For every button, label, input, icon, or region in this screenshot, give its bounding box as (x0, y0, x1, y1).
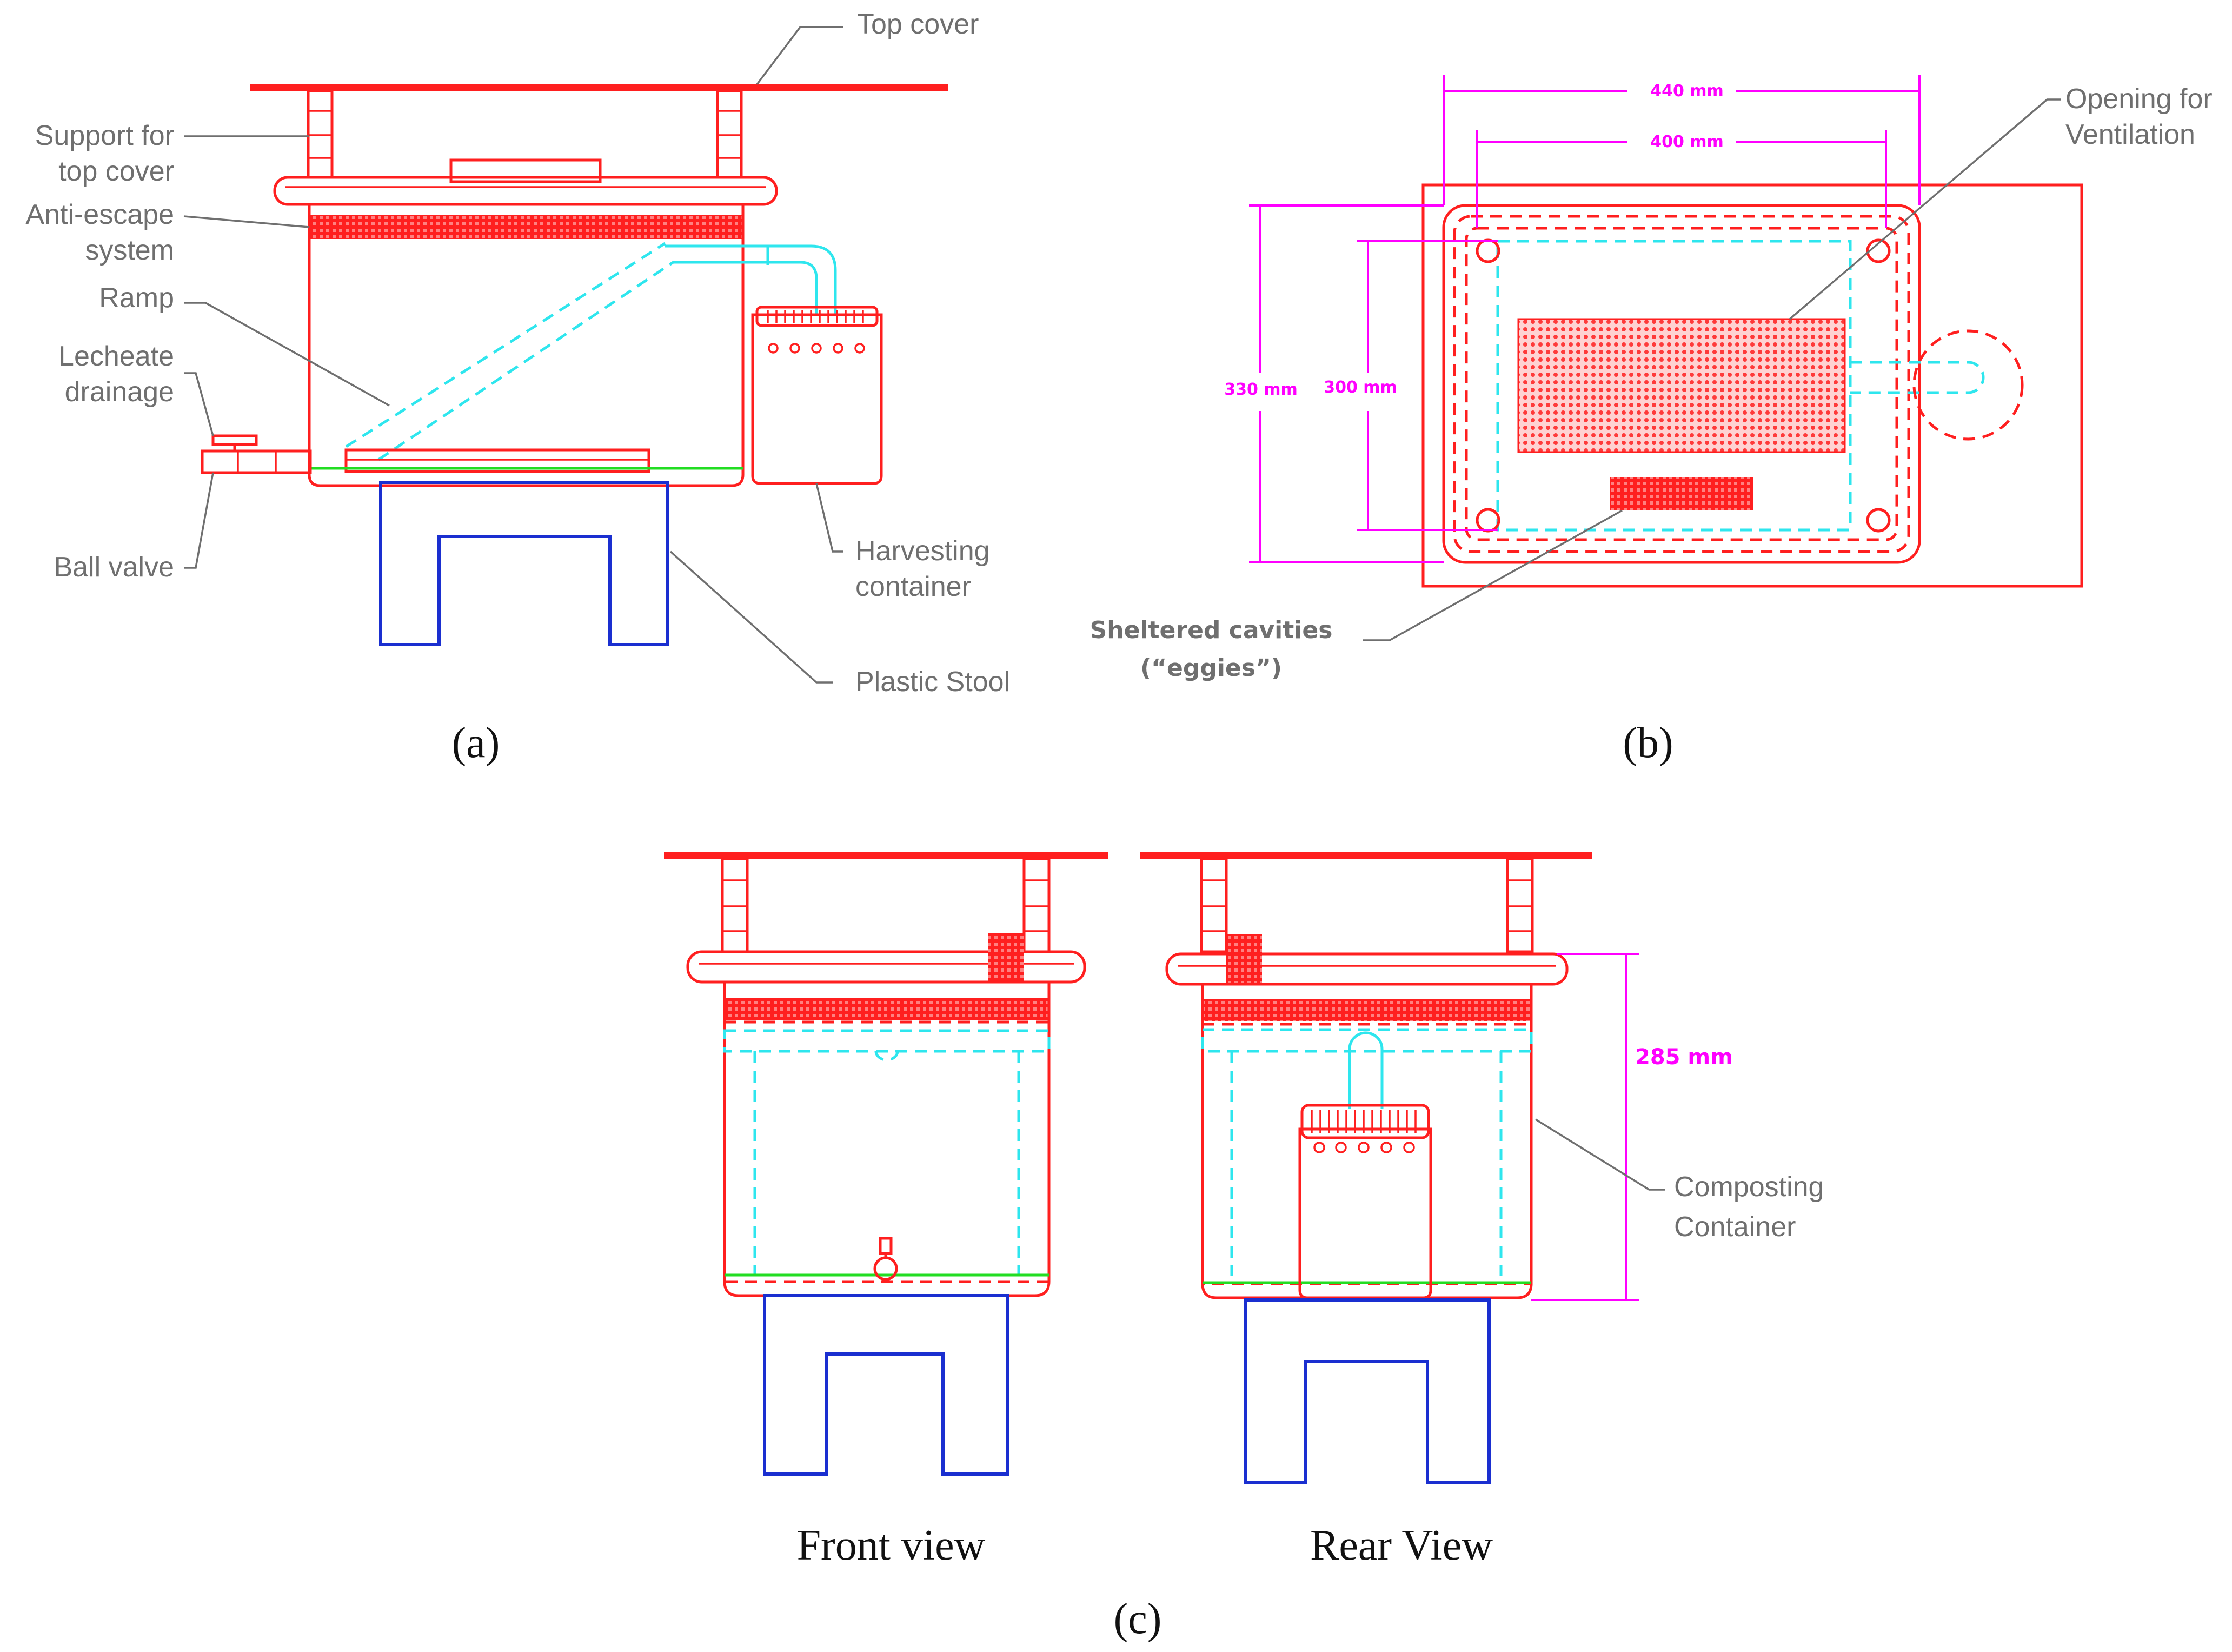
caption-front-view: Front view (797, 1522, 986, 1569)
caption-b: (b) (1623, 719, 1673, 767)
ventilation-opening (1517, 318, 1846, 453)
top-cover-outline (1421, 183, 2083, 588)
rear-harvesting-container (1298, 1104, 1432, 1299)
ball-valve (201, 434, 312, 474)
label-plastic-stool: Plastic Stool (855, 666, 1010, 698)
panel-c-front-view (664, 852, 1108, 1476)
leader-lines-a (183, 26, 843, 684)
panel-b-top-view: 440 mm 400 mm 330 mm 300 mm Opening for … (1090, 75, 2213, 767)
plastic-stool (379, 481, 669, 646)
harvesting-container (751, 306, 883, 485)
lid-outline (1442, 204, 1921, 564)
anti-escape-band (309, 215, 743, 239)
label-top-cover: Top cover (857, 9, 979, 40)
label-support-line2: top cover (58, 156, 174, 187)
harvest-port-top (1850, 329, 2024, 441)
dim-inner-height: 300 mm (1324, 378, 1397, 397)
rear-harvest-tube (1348, 1031, 1384, 1109)
top-cover (250, 84, 948, 91)
label-support-line1: Support for (35, 120, 174, 151)
bottom-grid (344, 448, 650, 473)
label-leachate-line2: drainage (65, 376, 174, 408)
dim-outer-width: 440 mm (1650, 82, 1724, 101)
label-opening-line1: Opening for (2065, 83, 2213, 115)
label-composting-line1: Composting (1674, 1171, 1824, 1203)
dim-outer-height: 330 mm (1224, 380, 1298, 399)
leader-composting (1535, 1118, 1665, 1191)
height-dimension (1531, 953, 1639, 1301)
label-cavities-line1: Sheltered cavities (1090, 616, 1333, 644)
lid (273, 158, 778, 206)
dim-height-285: 285 mm (1635, 1045, 1733, 1070)
label-anti-escape-line2: system (85, 235, 174, 266)
label-harvesting-line2: container (855, 571, 971, 602)
caption-c: (c) (1114, 1595, 1162, 1643)
panel-c-rear-view: 285 mm Composting Container (1140, 852, 1824, 1484)
leader-lines-b (1363, 98, 2061, 641)
label-anti-escape-line1: Anti-escape (25, 199, 174, 230)
dim-inner-width: 400 mm (1650, 132, 1724, 151)
label-cavities-line2: (“eggies”) (1140, 654, 1282, 682)
caption-a: (a) (452, 719, 500, 767)
ramp (345, 242, 674, 461)
support-holes (1476, 238, 1891, 533)
bin-body (308, 204, 745, 487)
top-cover-support-left (307, 89, 334, 179)
label-leachate-line1: Lecheate (58, 341, 174, 372)
front-ball-valve (873, 1237, 898, 1281)
harvest-tube (665, 244, 837, 314)
label-ball-valve: Ball valve (54, 552, 174, 583)
dimension-lines-b (1249, 75, 1921, 563)
label-composting-line2: Container (1674, 1211, 1796, 1243)
sheltered-cavities (1610, 477, 1753, 510)
caption-rear-view: Rear View (1310, 1522, 1493, 1569)
top-cover-support-right (716, 89, 743, 179)
label-ramp: Ramp (99, 282, 174, 314)
label-harvesting-line1: Harvesting (855, 535, 990, 567)
label-opening-line2: Ventilation (2065, 119, 2195, 150)
panel-a-side-view: Top cover Support for top cover Anti-esc… (25, 9, 1010, 767)
